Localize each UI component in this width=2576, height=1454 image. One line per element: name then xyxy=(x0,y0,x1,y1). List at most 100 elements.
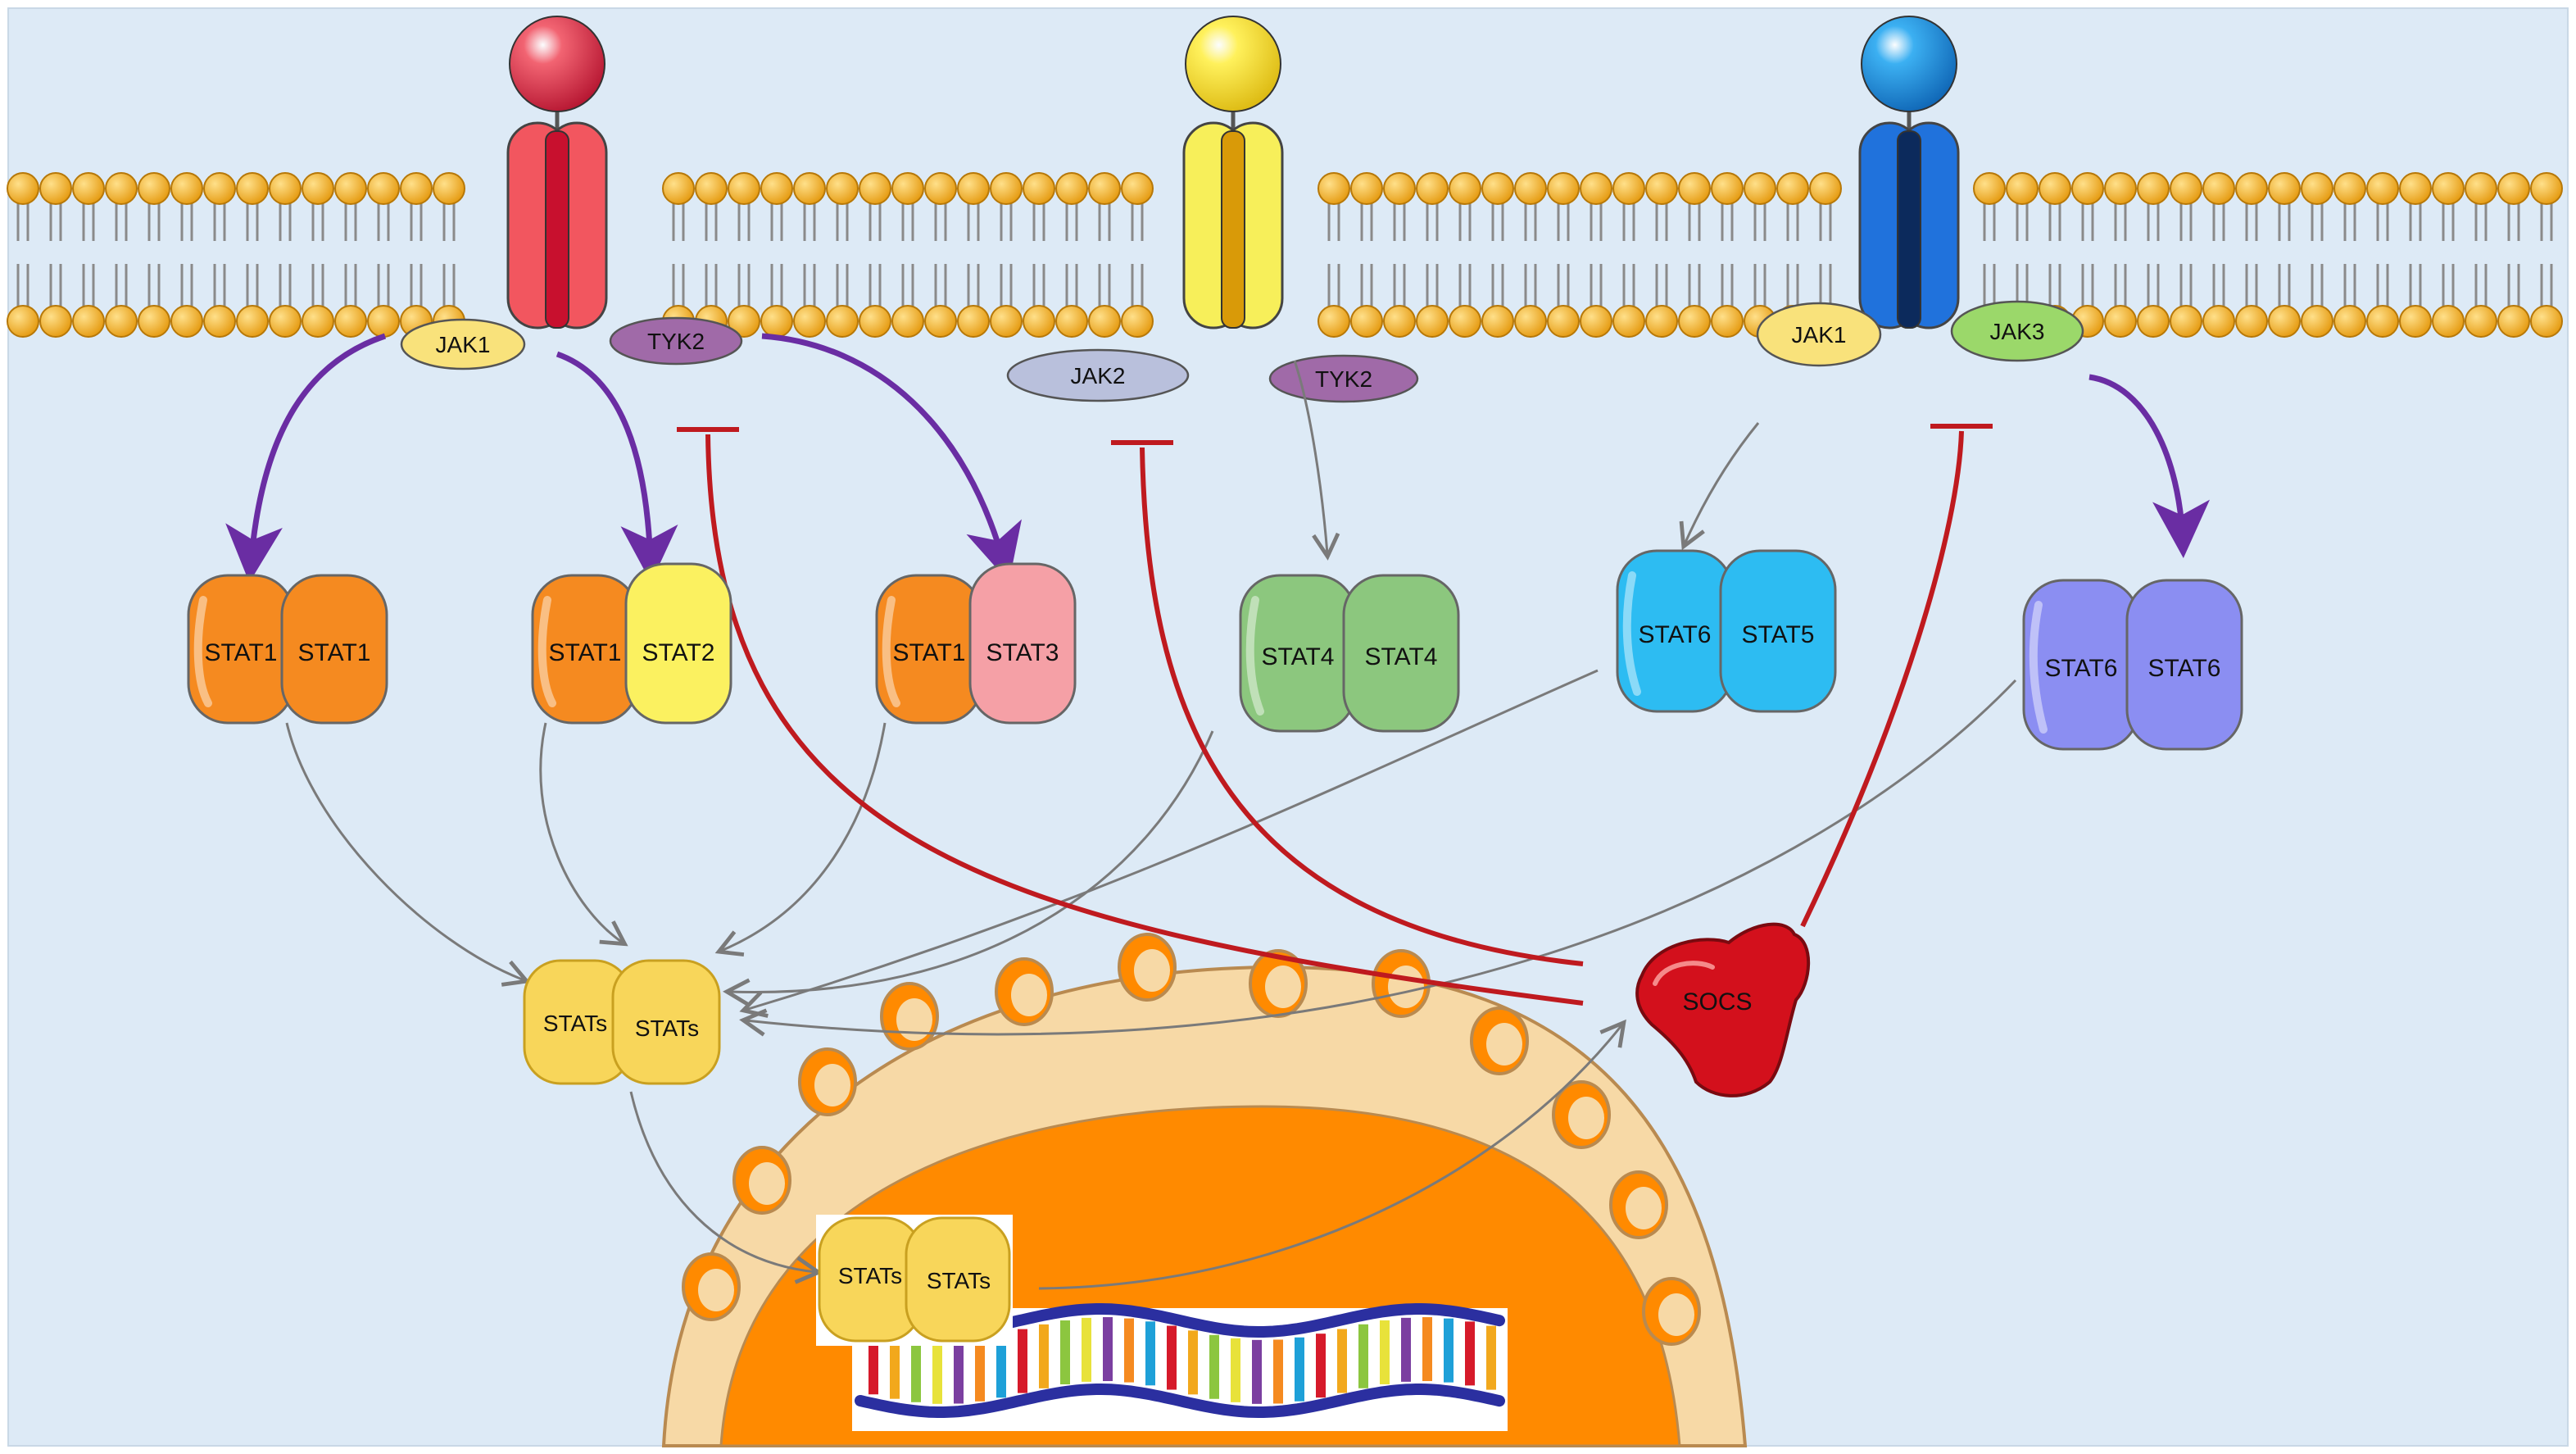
lipid-tail xyxy=(1622,202,1635,241)
lipid-tail xyxy=(2540,264,2553,307)
kinase-jak3: JAK3 xyxy=(1950,300,2084,362)
receptor-core xyxy=(1221,130,1245,329)
nuclear-pore-inner xyxy=(1011,974,1047,1016)
dna-base-pair xyxy=(1103,1317,1113,1382)
socs-highlight xyxy=(1653,961,1715,986)
dna-base-pair xyxy=(1167,1325,1177,1390)
lipid-tail xyxy=(770,202,783,241)
lipid-head xyxy=(170,172,203,205)
lipid-tail xyxy=(1622,264,1635,307)
stats-cytoplasm-left-label: STATs xyxy=(543,1011,607,1036)
lipid-tail xyxy=(2081,264,2094,307)
lipid-head xyxy=(367,172,400,205)
dna-base-pair xyxy=(954,1339,964,1404)
stat-label-left: STAT1 xyxy=(549,639,622,666)
lipid-tail xyxy=(2311,264,2324,307)
stat-highlight xyxy=(2029,601,2048,734)
lipid-head xyxy=(1383,172,1416,205)
lipid-head xyxy=(1449,305,1481,338)
dna-base-pair xyxy=(1465,1321,1475,1386)
lipid-tail xyxy=(2114,264,2127,307)
lipid-tail xyxy=(1557,202,1570,241)
dna-base-pair xyxy=(1316,1334,1326,1398)
lipid-head xyxy=(2333,305,2366,338)
lipid-head xyxy=(2039,172,2071,205)
lipid-tail xyxy=(2278,264,2291,307)
lipid-tail xyxy=(147,264,161,307)
lipid-head xyxy=(39,305,72,338)
dna-backbone-bottom xyxy=(855,1384,1505,1418)
stat-body-right xyxy=(1342,574,1460,733)
lipid-tail xyxy=(1721,264,1734,307)
kinase-body xyxy=(1268,354,1419,403)
dna-base-pair xyxy=(1018,1329,1027,1393)
lipid-head xyxy=(39,172,72,205)
lipid-head xyxy=(1350,305,1383,338)
lipid-head xyxy=(2137,305,2170,338)
lipid-head xyxy=(1514,172,1547,205)
lipid-tail xyxy=(705,202,718,241)
lipid-head xyxy=(433,172,465,205)
lipid-tail xyxy=(2147,264,2160,307)
nuclear-pore-inner xyxy=(1388,966,1424,1008)
lipid-tail xyxy=(442,264,456,307)
lipid-tail xyxy=(1590,264,1603,307)
lipid-head xyxy=(2104,172,2137,205)
lipid-tail xyxy=(2376,202,2389,241)
lipid-tail xyxy=(1458,202,1472,241)
lipid-head xyxy=(1809,172,1842,205)
lipid-tail xyxy=(2343,202,2356,241)
stat-label-right: STAT3 xyxy=(986,639,1059,666)
lipid-tail xyxy=(16,202,29,241)
lipid-tail xyxy=(1819,264,1832,307)
lipid-tail xyxy=(1753,202,1766,241)
lipid-tail xyxy=(1131,264,1144,307)
kinase-body xyxy=(1950,300,2084,362)
lipid-head xyxy=(1121,172,1154,205)
lipid-tail xyxy=(1000,264,1013,307)
lipid-head xyxy=(760,172,793,205)
lipid-head xyxy=(203,305,236,338)
lipid-tail xyxy=(803,264,816,307)
lipid-head xyxy=(2432,172,2465,205)
dna-base-pair xyxy=(1145,1321,1155,1386)
arrow-jak1-to-d1 xyxy=(225,333,387,583)
lipid-head xyxy=(367,305,400,338)
arrow-d5-to-stats xyxy=(739,669,1599,1018)
lipid-tail xyxy=(410,202,423,241)
lipid-tail xyxy=(213,202,226,241)
lipid-tail xyxy=(410,264,423,307)
lipid-tail xyxy=(1524,202,1537,241)
lipid-tail xyxy=(2409,264,2422,307)
lipid-tail xyxy=(1786,202,1799,241)
lipid-tail xyxy=(344,264,357,307)
dna-base-pair xyxy=(1401,1317,1411,1382)
lipid-tail xyxy=(2212,202,2225,241)
lipid-head xyxy=(203,172,236,205)
lipid-head xyxy=(1711,172,1744,205)
lipid-head xyxy=(1711,305,1744,338)
lipid-tail xyxy=(672,202,685,241)
lipid-head xyxy=(1383,305,1416,338)
lipid-tail xyxy=(82,202,95,241)
lipid-tail xyxy=(1000,202,1013,241)
lipid-head xyxy=(2530,305,2563,338)
lipid-head xyxy=(1514,305,1547,338)
stat-label-right: STAT5 xyxy=(1742,621,1815,648)
lipid-head xyxy=(2235,305,2268,338)
lipid-head xyxy=(760,305,793,338)
dna-base-pair xyxy=(1358,1324,1368,1388)
lipid-head xyxy=(1023,305,1055,338)
lipid-tail xyxy=(2114,202,2127,241)
lipid-tail xyxy=(344,202,357,241)
lipid-head xyxy=(1416,172,1449,205)
lipid-tail xyxy=(737,202,751,241)
lipid-tail xyxy=(934,202,947,241)
lipid-head xyxy=(170,305,203,338)
lipid-tail xyxy=(1753,264,1766,307)
lipid-tail xyxy=(901,264,914,307)
lipid-head xyxy=(400,172,433,205)
lipid-head xyxy=(1645,305,1678,338)
